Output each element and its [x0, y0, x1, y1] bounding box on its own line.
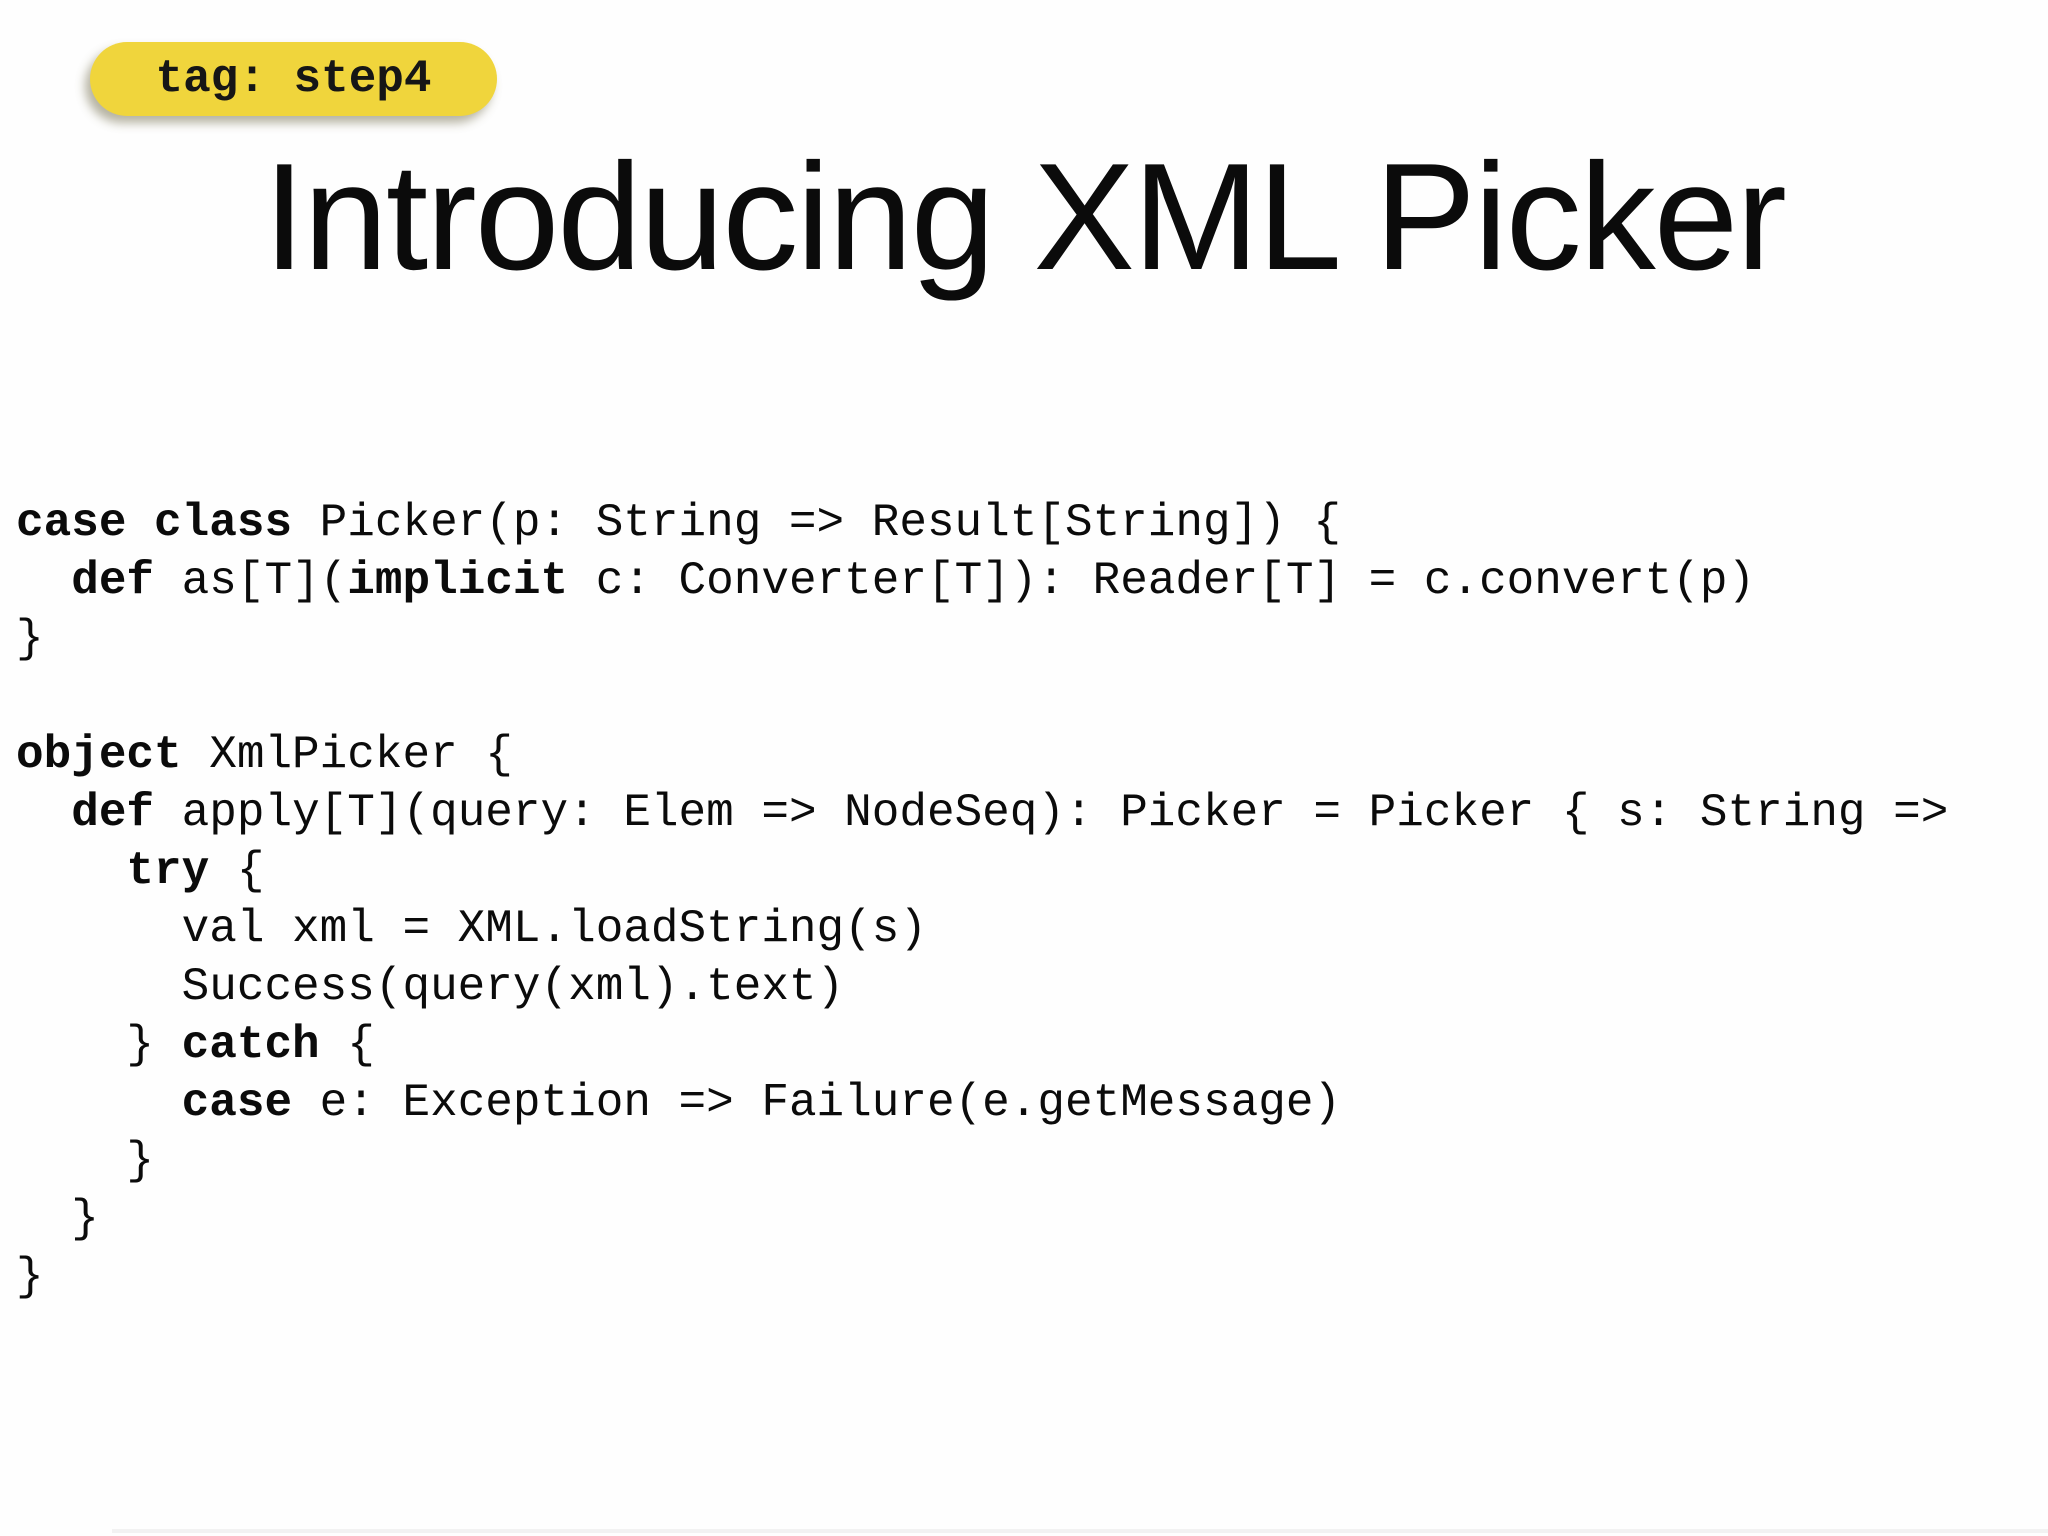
code-line: Success(query(xml).text) [16, 958, 1948, 1016]
code-line: try { [16, 842, 1948, 900]
code-keyword: case [181, 1077, 293, 1129]
code-text [16, 787, 71, 839]
code-keyword: try [126, 845, 210, 897]
code-text: as[T]( [154, 555, 348, 607]
code-line: } [16, 1132, 1948, 1190]
slide-title: Introducing XML Picker [263, 132, 1787, 302]
code-block: case class Picker(p: String => Result[St… [16, 494, 1948, 1306]
code-keyword: implicit [347, 555, 569, 607]
code-text: val xml = XML.loadString(s) [16, 903, 927, 955]
code-text: XmlPicker { [181, 729, 513, 781]
code-text: } [16, 1135, 155, 1187]
code-keyword: def [71, 787, 155, 839]
code-text: c: Converter[T]): Reader[T] = c.convert(… [568, 555, 1756, 607]
code-text: apply[T](query: Elem => NodeSeq): Picker… [154, 787, 1949, 839]
code-text: { [209, 845, 265, 897]
code-line: object XmlPicker { [16, 726, 1948, 784]
code-text: } [16, 1019, 182, 1071]
code-text: } [16, 613, 44, 665]
code-keyword: object [16, 729, 182, 781]
code-text [16, 555, 71, 607]
tag-badge: tag: step4 [90, 42, 497, 116]
code-text: } [16, 1193, 99, 1245]
code-line: } [16, 1248, 1948, 1306]
tag-badge-label: tag: step4 [155, 53, 432, 105]
code-line: } [16, 610, 1948, 668]
code-text: Picker(p: String => Result[String]) { [292, 497, 1342, 549]
code-line: } [16, 1190, 1948, 1248]
code-text [16, 845, 126, 897]
code-text: } [16, 1251, 44, 1303]
code-line: def as[T](implicit c: Converter[T]): Rea… [16, 552, 1948, 610]
slide-bottom-edge [112, 1529, 2048, 1533]
code-text [16, 1077, 182, 1129]
code-keyword: catch [181, 1019, 320, 1071]
code-line: } catch { [16, 1016, 1948, 1074]
code-line: def apply[T](query: Elem => NodeSeq): Pi… [16, 784, 1948, 842]
code-line: val xml = XML.loadString(s) [16, 900, 1948, 958]
code-line: case class Picker(p: String => Result[St… [16, 494, 1948, 552]
code-text: { [319, 1019, 375, 1071]
code-keyword: def [71, 555, 155, 607]
code-text: Success(query(xml).text) [16, 961, 845, 1013]
code-line [16, 668, 1948, 726]
code-text: e: Exception => Failure(e.getMessage) [292, 1077, 1342, 1129]
code-line: case e: Exception => Failure(e.getMessag… [16, 1074, 1948, 1132]
code-keyword: case class [16, 497, 293, 549]
